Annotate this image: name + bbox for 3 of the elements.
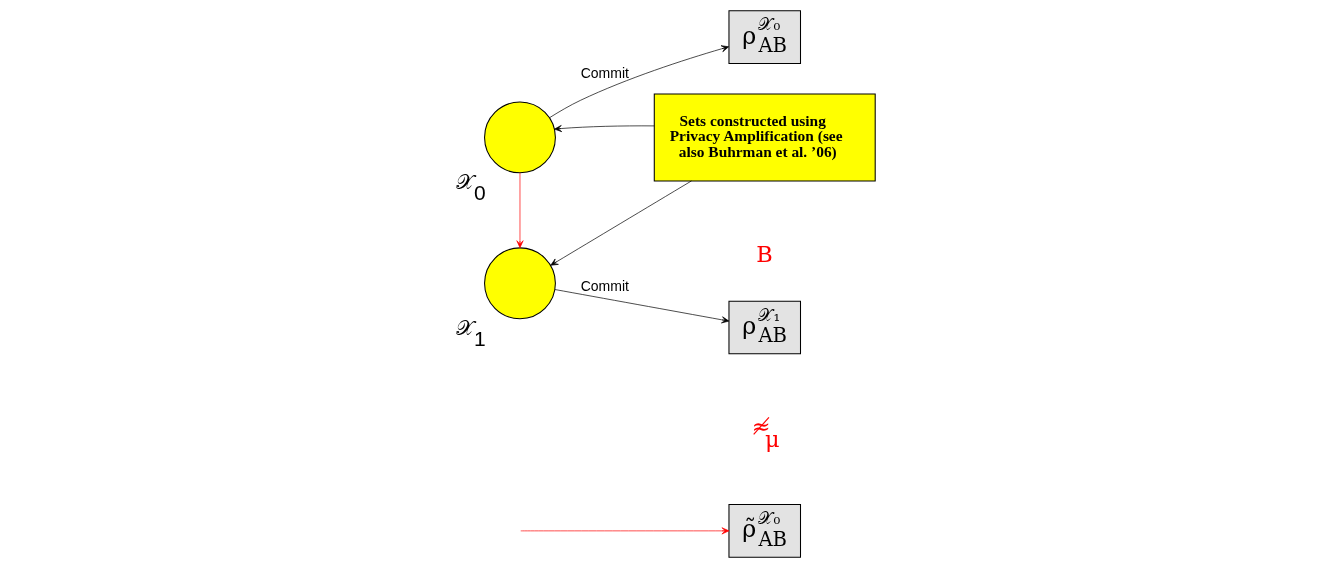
- edge-label: Commit: [580, 64, 629, 81]
- edge-label: Commit: [580, 278, 629, 295]
- label: B: [756, 240, 773, 267]
